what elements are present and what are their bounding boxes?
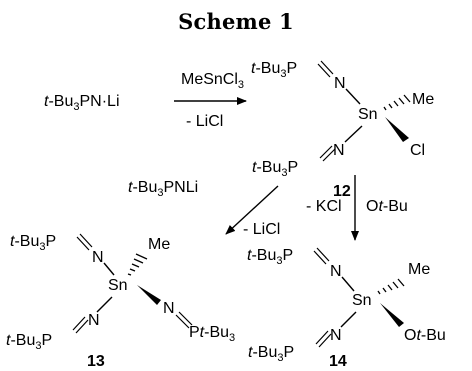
compound-14-hashed-bond-me [377, 278, 405, 295]
compound-12: t-Bu3P N Sn Me Cl N t-Bu3P 12 [251, 60, 434, 200]
compound-14-bond-sn-n-bottom [340, 311, 357, 328]
compound-12-hashed-bond-me [383, 94, 411, 111]
compound-13-double-bond-right [175, 311, 193, 329]
compound-13-bond-sn-n-left [96, 296, 113, 313]
compound-14-double-bond-top [313, 247, 330, 265]
compound-12-bond-n-sn-top [345, 88, 361, 105]
compound-13-ligand-right: Pt-Bu3 [189, 324, 235, 344]
compound-12-cl: Cl [410, 142, 425, 159]
compound-13-double-bond-top [76, 233, 93, 251]
compound-14-wedge-bond-o [380, 303, 404, 327]
compound-13-ligand-left: t-Bu3P [6, 332, 52, 352]
compound-14-me: Me [408, 261, 430, 278]
compound-14-double-bond-bottom [315, 330, 332, 348]
compound-12-number: 12 [333, 183, 351, 200]
compound-13-hashed-bond-me [127, 253, 148, 276]
compound-14-n-bottom: N [330, 327, 342, 344]
compound-12-me: Me [412, 91, 434, 108]
compound-12-n-bottom: N [333, 142, 345, 159]
start-material-label: t-Bu3PN·Li [44, 93, 120, 113]
compound-14-ligand-bottom: t-Bu3P [248, 344, 294, 364]
compound-12-double-bond-top [317, 60, 334, 78]
reaction-1-byproduct: - LiCl [186, 113, 223, 130]
compound-13: t-Bu3P N Sn Me N Pt-Bu3 N t-Bu3P 13 [6, 233, 235, 370]
compound-12-ligand-bottom: t-Bu3P [252, 159, 298, 179]
compound-14-n-top: N [330, 263, 342, 280]
compound-12-sn: Sn [358, 106, 378, 123]
compound-13-n-right: N [163, 300, 175, 317]
compound-13-number: 13 [87, 353, 105, 370]
compound-14-otbu: Ot-Bu [404, 327, 446, 344]
compound-14-number: 14 [329, 353, 347, 370]
reaction-3-reagent: Ot-Bu [366, 198, 408, 215]
compound-14-ligand-top: t-Bu3P [247, 247, 293, 267]
compound-13-n-left: N [88, 312, 100, 329]
compound-13-bond-n-sn-top [103, 262, 115, 276]
reaction-3-byproduct: - KCl [306, 198, 342, 215]
compound-13-me: Me [148, 236, 170, 253]
compound-14: t-Bu3P N Sn Me Ot-Bu N t-Bu3P 14 [247, 247, 446, 370]
reaction-1-reagent: MeSnCl3 [181, 71, 244, 91]
compound-12-n-top: N [334, 75, 346, 92]
compound-13-ligand-top: t-Bu3P [10, 233, 56, 253]
compound-12-bond-sn-n-bottom [344, 125, 363, 143]
compound-12-double-bond-bottom [319, 145, 336, 162]
compound-13-n-top: N [92, 249, 104, 266]
compound-14-bond-n-sn-top [341, 276, 355, 292]
compound-12-ligand-top: t-Bu3P [251, 60, 297, 80]
reaction-2-reagent: t-Bu3PNLi [128, 179, 198, 199]
compound-12-wedge-bond-cl [385, 117, 409, 142]
compound-13-sn: Sn [108, 277, 128, 294]
compound-13-wedge-bond-n [137, 285, 161, 305]
reaction-2-byproduct: - LiCl [243, 221, 280, 238]
compound-14-sn: Sn [352, 292, 372, 309]
scheme-title: Scheme 1 [178, 9, 294, 34]
reaction-2-arrow [225, 185, 279, 235]
compound-13-double-bond-left [72, 316, 89, 334]
